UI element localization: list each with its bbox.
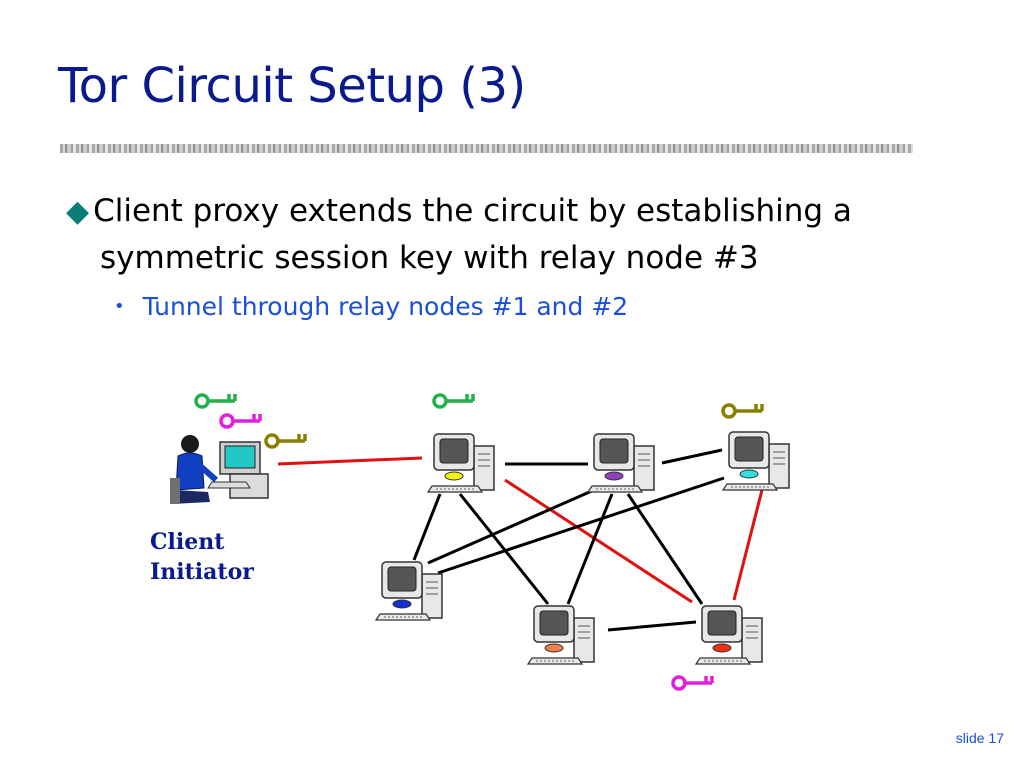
olive-key-icon <box>721 402 764 419</box>
relay-node-5 <box>527 605 595 665</box>
link-relay2-relay5 <box>566 493 614 605</box>
sub-bullet-text: Tunnel through relay nodes #1 and #2 <box>142 292 629 321</box>
link-relay3-relay6 <box>732 489 764 601</box>
slide-title: Tor Circuit Setup (3) <box>58 58 526 114</box>
link-relay2-relay4 <box>427 488 595 565</box>
link-relay1-relay6 <box>504 478 693 604</box>
diamond-bullet-icon: ◆ <box>66 194 90 229</box>
magenta-key-icon <box>219 412 262 429</box>
client-user-icon <box>170 435 269 504</box>
client-initiator-label: Client Initiator <box>150 527 254 587</box>
client-label-line1: Client <box>150 529 225 555</box>
link-relay1-relay4 <box>412 493 442 561</box>
link-relay5-relay6 <box>607 620 697 632</box>
relay-node-4 <box>375 561 443 621</box>
slide-number: slide 17 <box>955 730 1004 746</box>
relay-node-6 <box>695 605 763 665</box>
link-client-relay1 <box>277 456 423 466</box>
relay-node-3 <box>722 431 790 491</box>
olive-key-icon <box>264 432 307 449</box>
link-relay2-relay6 <box>626 493 704 605</box>
main-bullet: ◆Client proxy extends the circuit by est… <box>66 188 986 281</box>
sub-bullet: • Tunnel through relay nodes #1 and #2 <box>114 292 628 321</box>
main-bullet-line1: Client proxy extends the circuit by esta… <box>93 193 852 229</box>
green-key-icon <box>194 392 237 409</box>
link-relay1-relay5 <box>458 493 550 605</box>
relay-node-1 <box>427 433 495 493</box>
sub-bullet-dot-icon: • <box>114 296 125 317</box>
magenta-key-icon <box>671 674 714 691</box>
main-bullet-line2: symmetric session key with relay node #3 <box>100 240 759 276</box>
title-divider <box>60 144 913 153</box>
client-label-line2: Initiator <box>150 559 254 585</box>
link-relay3-relay4 <box>437 476 725 575</box>
green-key-icon <box>432 392 475 409</box>
link-relay2-relay3 <box>661 448 723 465</box>
relay-node-2 <box>587 433 655 493</box>
